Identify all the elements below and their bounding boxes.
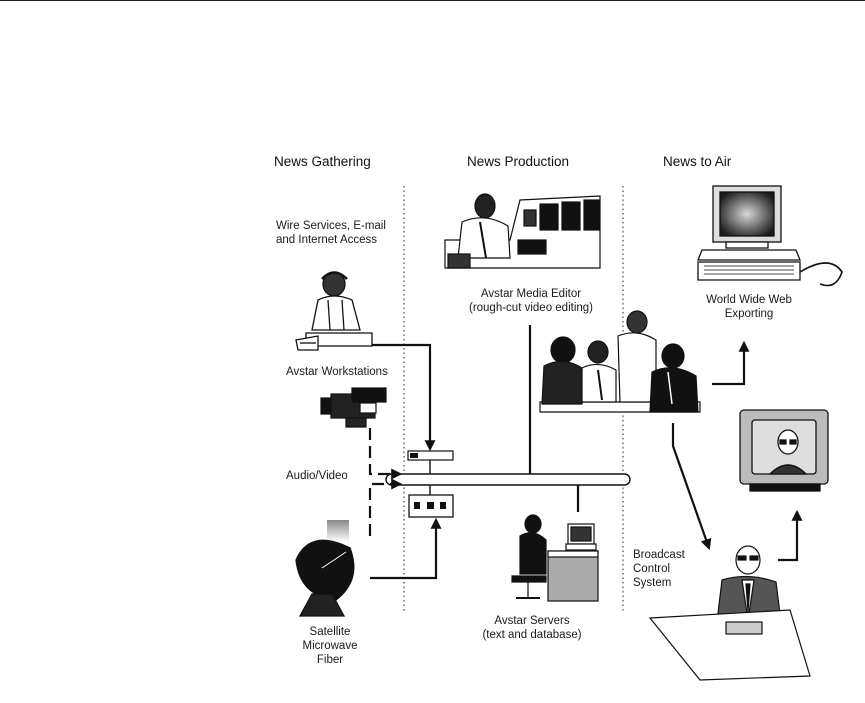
converter-icon [408, 485, 454, 518]
news-anchor-icon [648, 545, 811, 681]
computer-icon [697, 185, 843, 287]
label-broadcast-control: Broadcast Control System [633, 549, 685, 589]
server-workstation-icon [511, 514, 599, 602]
column-header-news-to-air: News to Air [663, 154, 732, 169]
production-team-icon [539, 310, 701, 413]
label-avstar-workstations: Avstar Workstations [286, 366, 388, 378]
router-icon [407, 450, 454, 474]
top-rule [0, 0, 865, 1]
column-header-news-gathering: News Gathering [274, 154, 371, 169]
label-media-editor: Avstar Media Editor (rough-cut video edi… [468, 288, 593, 314]
column-header-news-production: News Production [467, 154, 570, 169]
television-icon [739, 409, 829, 492]
label-satellite: Satellite Microwave Fiber [302, 626, 358, 666]
video-editor-icon [444, 193, 601, 269]
satellite-dish-icon [295, 520, 355, 617]
connection-lines [368, 325, 803, 580]
network-bus [385, 473, 631, 486]
label-world-wide-web: World Wide Web Exporting [706, 294, 792, 320]
label-wire-services: Wire Services, E-mail and Internet Acces… [276, 220, 386, 246]
label-avstar-servers: Avstar Servers (text and database) [482, 615, 582, 641]
reporter-icon [295, 271, 373, 351]
video-camera-icon [320, 387, 387, 428]
label-audio-video: Audio/Video [286, 470, 348, 482]
